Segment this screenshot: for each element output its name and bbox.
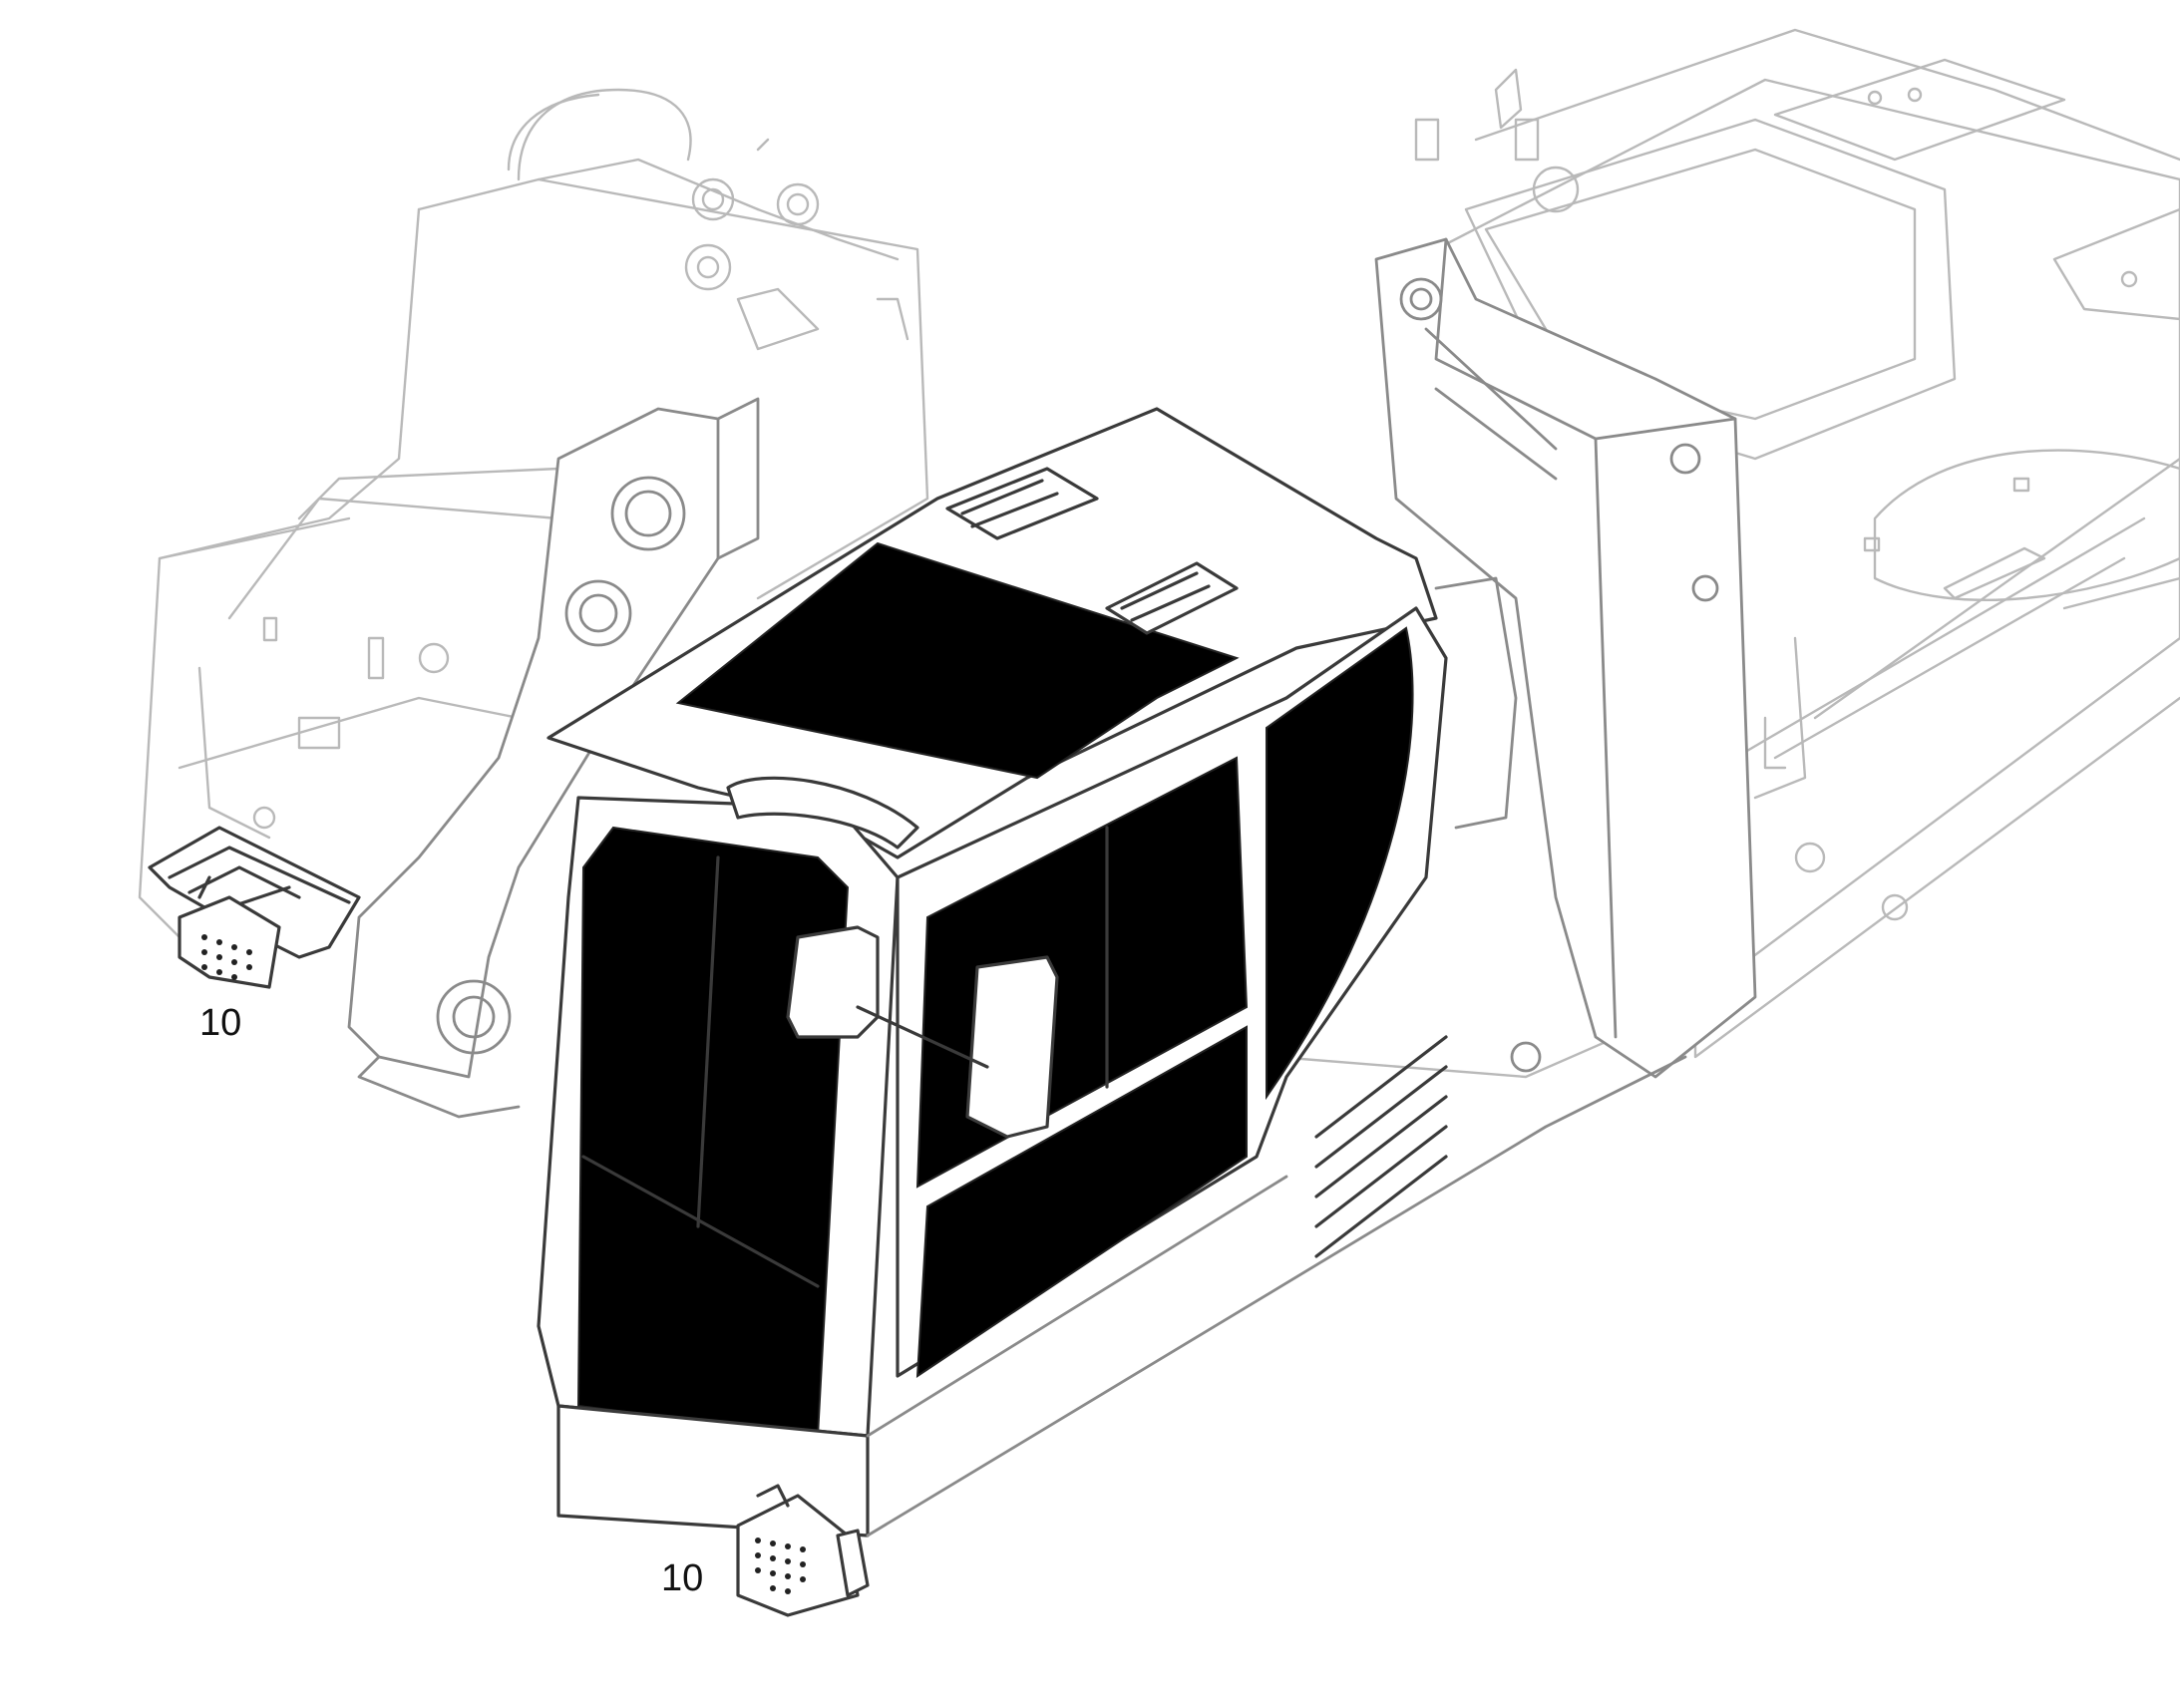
rear-step-grate	[201, 934, 252, 980]
front-step-grate	[755, 1537, 806, 1594]
callout-label-front-step: 10	[661, 1557, 704, 1599]
front-step-part	[736, 1484, 870, 1617]
callout-label-rear-step: 10	[199, 1002, 242, 1044]
boom-mount	[347, 397, 760, 1119]
operator-cab	[537, 407, 1687, 1537]
rear-step-part	[148, 826, 361, 989]
